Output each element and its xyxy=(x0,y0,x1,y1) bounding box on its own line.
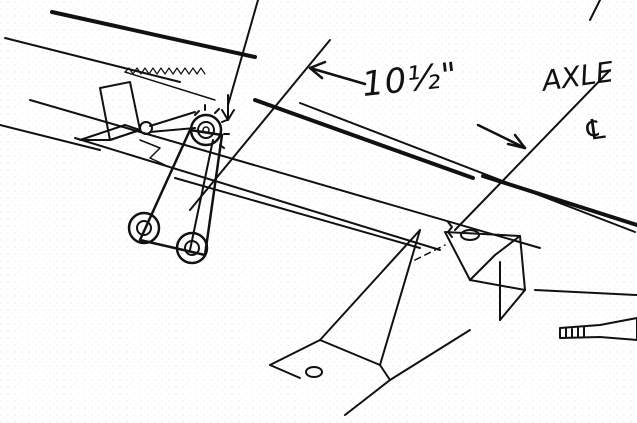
centerline-symbol: ℄ xyxy=(580,111,611,148)
frame-rail xyxy=(0,10,637,233)
shock-bracket xyxy=(79,67,216,166)
shackle-assembly xyxy=(127,104,230,265)
corner-stroke xyxy=(589,0,601,21)
tapered-pin xyxy=(559,317,637,341)
axle-pad xyxy=(414,221,526,321)
leaf-spring xyxy=(29,99,637,296)
dimension-arrows xyxy=(308,60,527,150)
lower-control-arm xyxy=(269,229,471,416)
